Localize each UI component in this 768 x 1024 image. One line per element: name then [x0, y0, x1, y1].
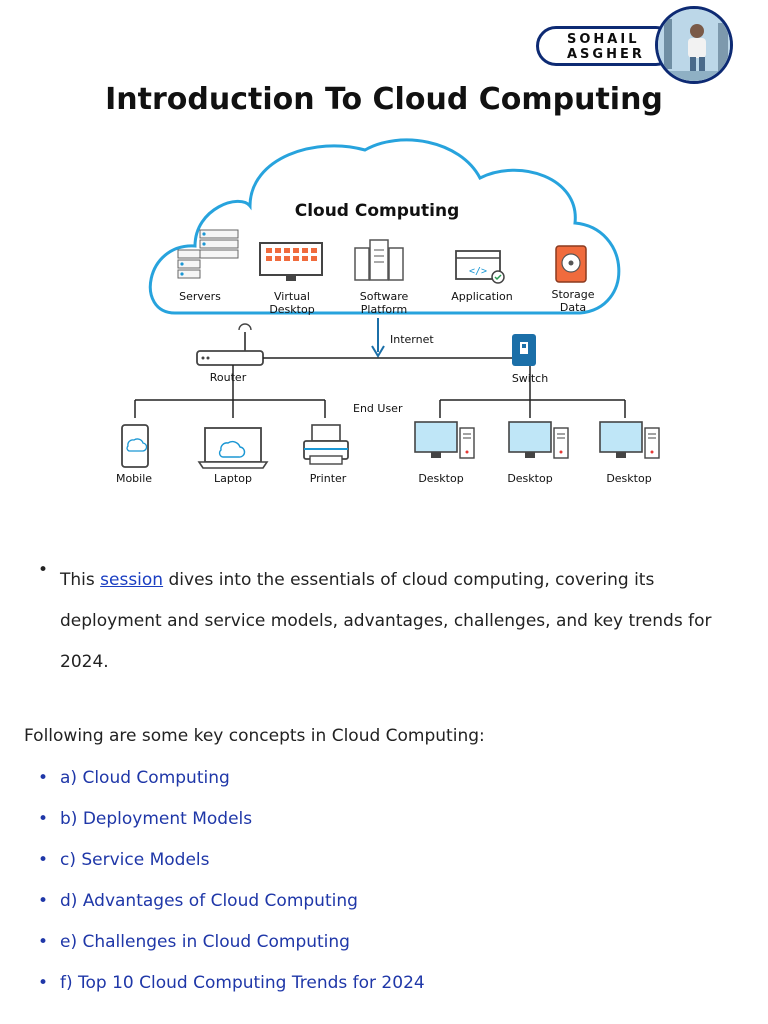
device-label-mobile: Mobile — [116, 472, 152, 485]
branch-lines — [134, 365, 626, 418]
desktop-icon — [508, 421, 569, 459]
cloud-shape — [148, 138, 621, 315]
author-last-name: ASGHER — [567, 47, 645, 62]
switch-icon — [512, 334, 536, 366]
application-window-icon: </> — [455, 250, 505, 284]
router-icon — [196, 323, 264, 366]
list-item[interactable]: b) Deployment Models — [38, 803, 425, 844]
desktop-icon — [414, 421, 475, 459]
service-label-application: Application — [451, 290, 512, 303]
cloud-computing-diagram: Cloud Computing Servers Virtual Desktop — [100, 138, 680, 498]
author-first-name: SOHAIL — [567, 32, 640, 47]
service-label-data: Data — [560, 301, 586, 314]
device-label-desktop-3: Desktop — [606, 472, 651, 485]
hard-drive-icon — [555, 245, 587, 283]
intro-text: This session dives into the essentials o… — [60, 560, 720, 683]
service-label-servers: Servers — [179, 290, 221, 303]
avatar — [655, 6, 733, 84]
internet-label: Internet — [390, 333, 434, 346]
list-item[interactable]: f) Top 10 Cloud Computing Trends for 202… — [38, 967, 425, 1008]
concepts-lead: Following are some key concepts in Cloud… — [24, 726, 485, 746]
service-label-platform: Platform — [361, 303, 407, 316]
list-item[interactable]: d) Advantages of Cloud Computing — [38, 885, 425, 926]
printer-icon — [303, 424, 349, 465]
bullet: • — [38, 560, 49, 580]
service-label-desktop: Desktop — [269, 303, 314, 316]
author-badge: SOHAIL ASGHER — [536, 26, 676, 66]
list-item[interactable]: e) Challenges in Cloud Computing — [38, 926, 425, 967]
service-label-virtual: Virtual — [274, 290, 310, 303]
desktop-icon — [599, 421, 660, 459]
device-label-desktop-2: Desktop — [507, 472, 552, 485]
concepts-list: a) Cloud Computing b) Deployment Models … — [38, 762, 425, 1008]
device-label-desktop-1: Desktop — [418, 472, 463, 485]
device-label-printer: Printer — [310, 472, 347, 485]
router-label: Router — [210, 371, 247, 384]
servers-icon — [177, 229, 239, 279]
software-platform-icon — [354, 239, 404, 281]
laptop-icon — [197, 427, 269, 469]
svg-text:</>: </> — [469, 266, 487, 277]
end-user-label: End User — [353, 402, 403, 415]
service-label-software: Software — [360, 290, 409, 303]
monitor-icon — [259, 242, 323, 281]
cloud-title: Cloud Computing — [295, 201, 460, 221]
intro-prefix: This — [60, 570, 101, 590]
session-link[interactable]: session — [100, 570, 164, 590]
mobile-icon — [121, 424, 149, 468]
device-label-laptop: Laptop — [214, 472, 252, 485]
list-item[interactable]: c) Service Models — [38, 844, 425, 885]
page-title: Introduction To Cloud Computing — [105, 82, 663, 117]
internet-arrow — [371, 318, 385, 358]
service-label-storage: Storage — [551, 288, 594, 301]
list-item[interactable]: a) Cloud Computing — [38, 762, 425, 803]
intro-suffix: dives into the essentials of cloud compu… — [60, 570, 712, 672]
